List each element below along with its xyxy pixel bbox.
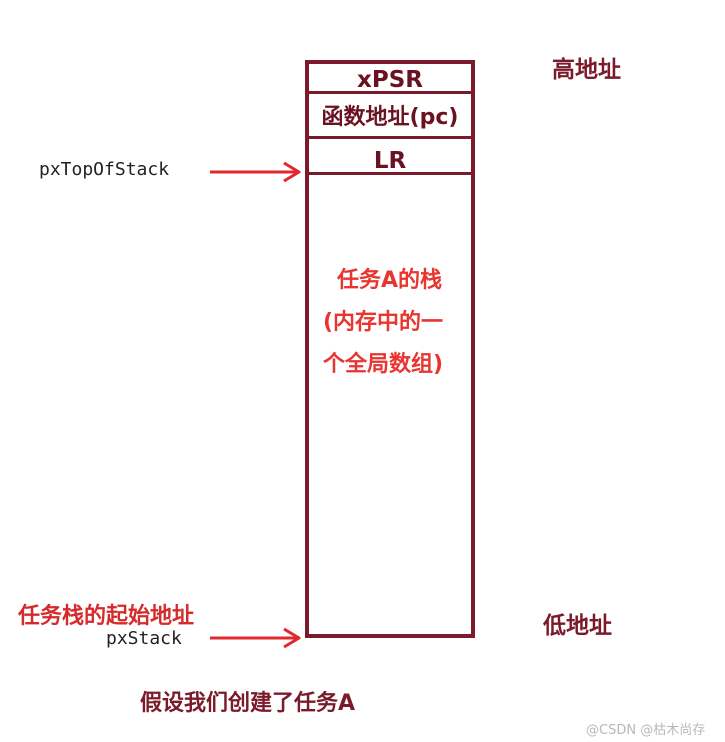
stack-divider-2 bbox=[309, 136, 471, 139]
stack-divider-3 bbox=[309, 172, 471, 175]
stack-cell-lr: LR bbox=[373, 148, 407, 174]
stack-divider-1 bbox=[309, 91, 471, 94]
top-of-stack-arrow-icon bbox=[210, 161, 301, 183]
stack-cell-xpsr: xPSR bbox=[357, 67, 423, 93]
stack-start-desc-label: 任务栈的起始地址 bbox=[18, 604, 195, 629]
watermark: @CSDN @枯木尚存 bbox=[586, 723, 706, 738]
low-address-label: 低地址 bbox=[543, 613, 612, 639]
stack-note-line-1: 任务A的栈 bbox=[337, 268, 443, 293]
top-of-stack-label: pxTopOfStack bbox=[39, 159, 170, 180]
px-stack-arrow-icon bbox=[210, 627, 301, 649]
stack-note-line-2: (内存中的一 bbox=[323, 310, 444, 335]
stack-note-line-3: 个全局数组) bbox=[323, 352, 444, 377]
diagram-caption: 假设我们创建了任务A bbox=[140, 691, 356, 716]
task-stack-block: xPSR 函数地址(pc) LR 任务A的栈 (内存中的一 个全局数组) bbox=[305, 60, 475, 638]
high-address-label: 高地址 bbox=[552, 57, 621, 83]
stack-cell-pc: 函数地址(pc) bbox=[321, 105, 459, 130]
px-stack-label: pxStack bbox=[106, 628, 182, 649]
stack-note: 任务A的栈 (内存中的一 个全局数组) bbox=[323, 260, 473, 386]
